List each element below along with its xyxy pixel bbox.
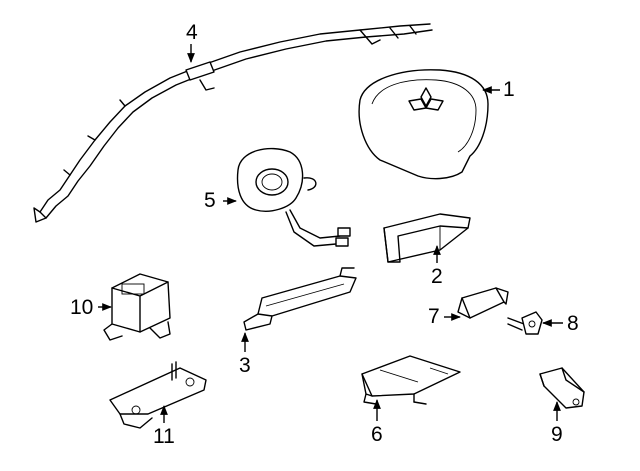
occupant-sensor [457, 287, 509, 319]
callout-3: 3 [239, 354, 251, 377]
impact-sensor [103, 273, 171, 341]
callout-2: 2 [431, 265, 443, 288]
leader-lines [98, 44, 563, 423]
callout-4: 4 [186, 21, 198, 44]
callout-10: 10 [70, 296, 94, 319]
passenger-airbag [383, 213, 471, 263]
driver-airbag [358, 69, 489, 180]
srs-control-unit [361, 355, 461, 405]
side-airbag [243, 267, 357, 331]
callout-9: 9 [551, 423, 563, 446]
curtain-airbag [33, 23, 433, 223]
three-diamond-emblem-icon [408, 87, 444, 111]
callout-1: 1 [503, 78, 515, 101]
sensor-bolt [507, 311, 543, 335]
callout-7: 7 [428, 305, 440, 328]
callout-11: 11 [153, 425, 175, 448]
clock-spring [236, 147, 351, 247]
callout-6: 6 [371, 423, 383, 446]
side-impact-sensor [539, 367, 585, 409]
callout-8: 8 [567, 312, 579, 335]
callout-5: 5 [204, 189, 216, 212]
sensor-bracket [109, 361, 207, 429]
